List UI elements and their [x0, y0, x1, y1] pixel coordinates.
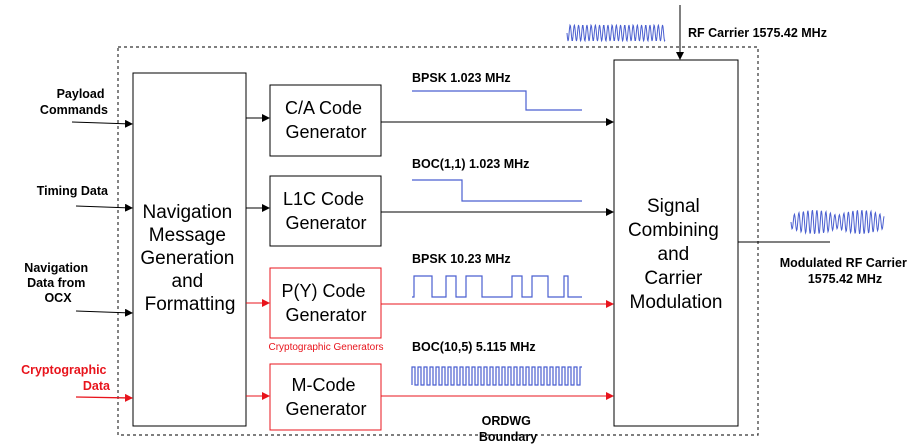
- crypto-arrow: [75, 393, 133, 402]
- ordwg-boundary-label: ORDWG Boundary: [479, 414, 537, 444]
- l1c-generator-label: L1C Code Generator: [283, 189, 369, 233]
- m-code-generator: [269, 363, 382, 431]
- navigation-message-block: [132, 72, 247, 427]
- timing-arrow: [75, 203, 133, 212]
- m-signal-label: BOC(10,5) 5.115 MHz: [412, 340, 536, 354]
- py-bpsk-waveform: [412, 275, 582, 298]
- input-payload-commands: Payload Commands: [40, 87, 108, 117]
- ca-code-generator: [269, 84, 382, 157]
- py-code-generator: [269, 267, 382, 339]
- navigation-block-label: Navigation Message Generation and Format…: [140, 202, 239, 315]
- m-generator-label: M-Code Generator: [285, 375, 366, 419]
- cryptographic-generators-caption: Cryptographic Generators: [268, 342, 383, 353]
- payload-arrow: [71, 119, 133, 128]
- ordwg-boundary: [117, 46, 759, 436]
- py-generator-label: P(Y) Code Generator: [281, 281, 370, 325]
- input-timing-data: Timing Data: [37, 184, 109, 198]
- rf-carrier-label: RF Carrier 1575.42 MHz: [688, 26, 827, 40]
- l1c-code-generator: [269, 175, 382, 247]
- ca-bpsk-waveform: [412, 90, 582, 111]
- modulated-carrier-waveform: [790, 209, 885, 235]
- ca-generator-label: C/A Code Generator: [285, 98, 367, 142]
- input-cryptographic-data: Cryptographic Data: [21, 363, 111, 393]
- l1c-signal-label: BOC(1,1) 1.023 MHz: [412, 157, 529, 171]
- modulated-output-label: Modulated RF Carrier 1575.42 MHz: [780, 256, 911, 286]
- ca-signal-label: BPSK 1.023 MHz: [412, 71, 511, 85]
- signal-combining-block: [613, 59, 739, 427]
- rf-carrier-waveform: [566, 23, 666, 43]
- py-signal-label: BPSK 10.23 MHz: [412, 252, 511, 266]
- input-navigation-data-ocx: Navigation Data from OCX: [24, 261, 91, 305]
- l1c-boc-waveform: [412, 179, 582, 202]
- combiner-label: Signal Combining and Carrier Modulation: [628, 196, 724, 313]
- nav-ocx-arrow: [75, 308, 133, 317]
- m-boc-waveform: [411, 366, 582, 386]
